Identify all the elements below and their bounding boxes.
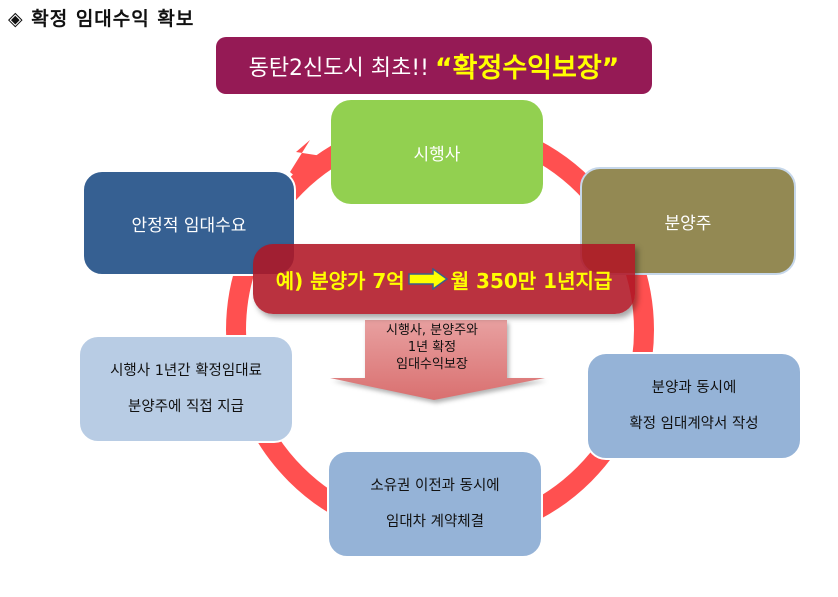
node-direct-payment-line1: 시행사 1년간 확정임대료 xyxy=(110,363,262,379)
node-buyer: 분양주 xyxy=(580,167,796,275)
banner-highlight-text: “확정수익보장” xyxy=(434,53,620,84)
node-ownership-transfer: 소유권 이전과 동시에 임대차 계약체결 xyxy=(327,450,543,558)
diamond-bullet-icon: ◈ xyxy=(8,8,24,30)
banner-white-text: 동탄2신도시 최초!! xyxy=(248,55,429,81)
node-ownership-transfer-line2: 임대차 계약체결 xyxy=(386,514,484,530)
heading-title: 확정 임대수익 확보 xyxy=(31,8,195,30)
node-lease-contract-line2: 확정 임대계약서 작성 xyxy=(629,416,759,432)
right-arrow-icon xyxy=(407,268,448,290)
node-stable-demand-label: 안정적 임대수요 xyxy=(131,215,247,236)
example-right-text: 월 350만 1년지급 xyxy=(450,268,613,293)
node-developer-label: 시행사 xyxy=(413,144,461,165)
center-arrow-line2: 1년 확정 xyxy=(407,340,457,355)
node-direct-payment: 시행사 1년간 확정임대료 분양주에 직접 지급 xyxy=(78,335,294,443)
node-developer: 시행사 xyxy=(331,100,543,204)
headline-banner: 동탄2신도시 최초!! “확정수익보장” xyxy=(216,37,652,94)
cycle-arrowhead-icon xyxy=(290,140,322,186)
example-left-text: 예) 분양가 7억 xyxy=(275,268,405,293)
node-direct-payment-line2: 분양주에 직접 지급 xyxy=(128,399,244,415)
down-arrow-shape xyxy=(330,320,545,400)
center-arrow-line1: 시행사, 분양주와 xyxy=(386,323,478,338)
center-arrow-line3: 임대수익보장 xyxy=(396,357,468,372)
node-buyer-label: 분양주 xyxy=(664,213,712,234)
page-heading: ◈ 확정 임대수익 확보 xyxy=(8,4,194,31)
node-lease-contract-line1: 분양과 동시에 xyxy=(651,380,737,396)
center-arrow-text: 시행사, 분양주와 1년 확정 임대수익보장 xyxy=(352,322,512,373)
node-ownership-transfer-line1: 소유권 이전과 동시에 xyxy=(370,478,500,494)
example-callout: 예) 분양가 7억 월 350만 1년지급 xyxy=(253,244,635,314)
node-lease-contract: 분양과 동시에 확정 임대계약서 작성 xyxy=(586,352,802,460)
